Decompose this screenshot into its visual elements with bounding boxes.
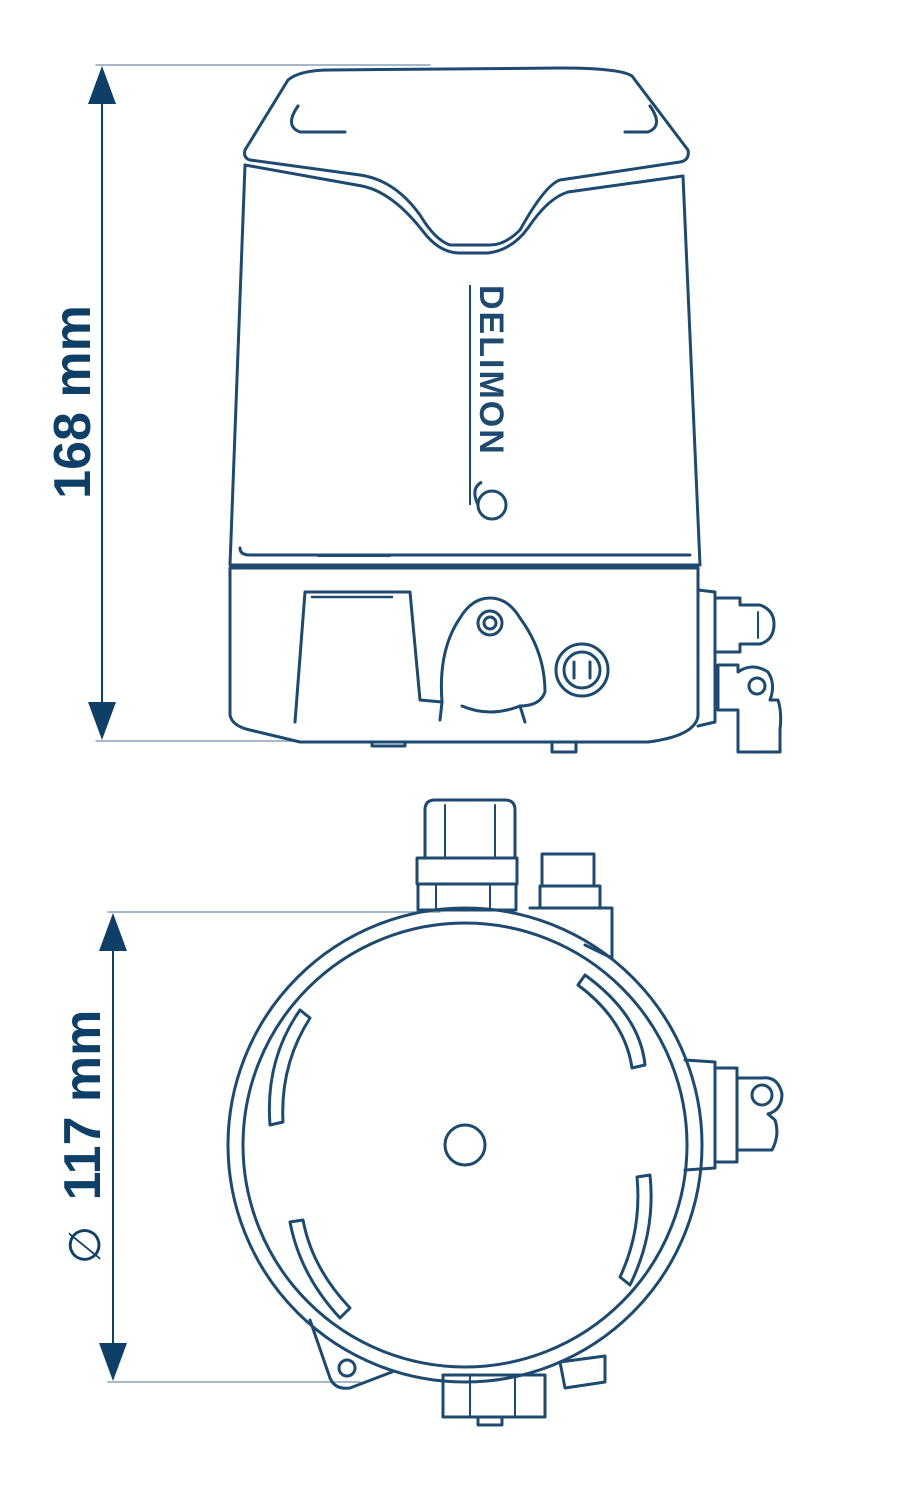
elbow-fitting-side <box>716 663 783 754</box>
bottom-small-fitting <box>558 1354 607 1390</box>
lid-rim <box>243 163 685 255</box>
mounting-hole <box>337 1358 357 1378</box>
grip-arc-upper-right <box>576 973 647 1070</box>
cable-gland-side <box>713 596 776 654</box>
reservoir-outer-circle <box>226 906 704 1384</box>
elbow-fitting-top <box>735 1076 784 1152</box>
brand-logo-text: DELIMON <box>472 285 510 456</box>
reservoir-body <box>228 163 702 567</box>
electrical-socket-inner <box>562 650 602 690</box>
height-arrow-bottom <box>88 702 116 740</box>
cable-gland-collar <box>416 882 518 912</box>
side-view <box>95 64 783 754</box>
filler-cap <box>439 596 547 724</box>
connector-top <box>540 852 596 888</box>
pump-base <box>228 566 700 744</box>
connector-housing <box>528 906 614 960</box>
height-dimension-label: 168 mm <box>44 305 102 499</box>
reservoir-body-inner-line <box>238 546 692 557</box>
reservoir-inner-circle <box>241 921 689 1369</box>
mounting-tab <box>308 1318 394 1390</box>
filler-cap-screw <box>476 609 504 637</box>
height-arrow-top <box>88 66 116 104</box>
base-recess <box>293 590 444 724</box>
diameter-arrow-bottom <box>99 1343 127 1381</box>
base-foot-right <box>550 740 578 754</box>
diameter-arrow-top <box>99 913 127 951</box>
logo-mark-tail <box>473 480 483 506</box>
logo-mark <box>476 489 508 521</box>
elbow-fitting-port <box>747 676 767 696</box>
grip-arc-left <box>267 1008 312 1127</box>
elbow-fitting-top-port <box>750 1083 774 1107</box>
grip-arc-lower-right <box>618 1173 653 1287</box>
lid-grip-right <box>623 104 658 134</box>
diameter-dimension: 117 mm ∅ <box>54 913 127 1381</box>
side-fitting-nut <box>713 1066 739 1164</box>
filler-cap-screw-inner <box>482 615 498 631</box>
base-foot-left <box>370 740 407 748</box>
electrical-socket-outer <box>554 642 610 698</box>
grip-arc-lower-left <box>288 1218 352 1320</box>
cable-gland-nut <box>415 856 519 886</box>
diameter-symbol: ∅ <box>60 1226 111 1264</box>
height-dimension: 168 mm <box>44 66 116 740</box>
bottom-port-pin <box>476 1415 504 1427</box>
center-hub <box>443 1123 487 1167</box>
brand-logo: DELIMON <box>469 285 510 521</box>
connector-top-base <box>538 884 602 910</box>
lid-grip-left <box>290 104 347 134</box>
cable-gland-top <box>423 798 517 860</box>
side-fitting-block <box>696 588 717 728</box>
top-view <box>107 798 784 1427</box>
reservoir-lid <box>243 66 690 247</box>
filler-cap-lip <box>460 704 522 714</box>
diameter-dimension-label: 117 mm <box>54 1010 112 1201</box>
